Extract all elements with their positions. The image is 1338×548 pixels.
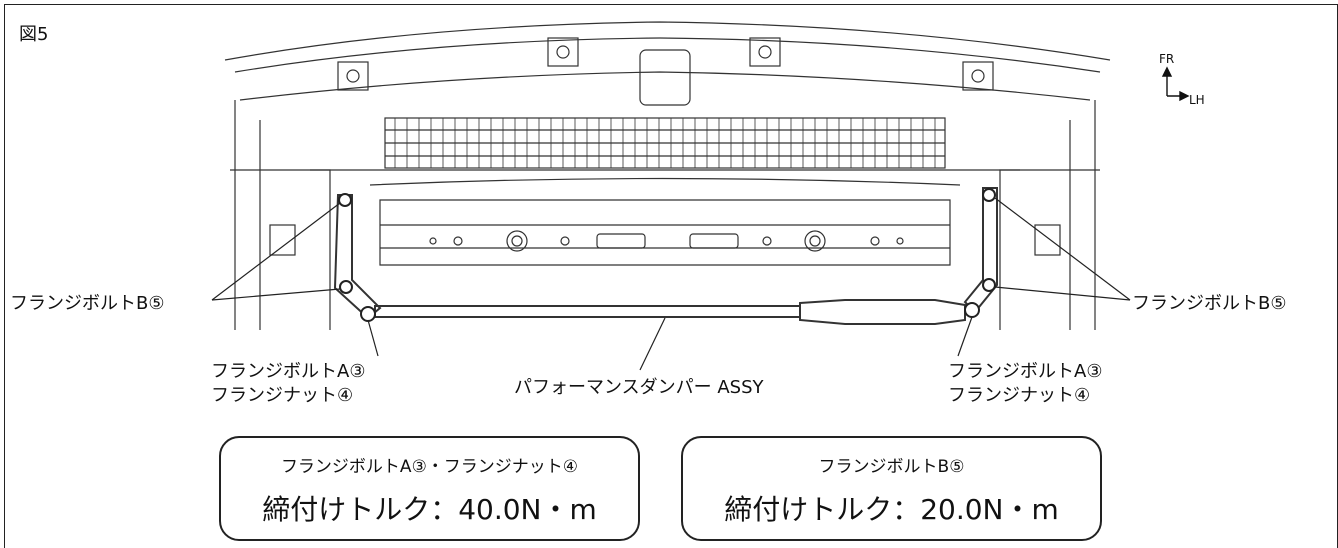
bolt-b-right-lower — [982, 278, 996, 292]
bumper-tab-center-right — [749, 37, 781, 67]
radiator-grille-ribs — [394, 118, 936, 168]
bolt-a-left — [360, 306, 376, 322]
performance-damper-rod — [374, 299, 966, 325]
torque-box-a: フランジボルトA③・フランジナット④ 締付けトルク：40.0N・m — [219, 436, 640, 541]
bolt-b-right-upper — [982, 188, 996, 202]
torque-box-b: フランジボルトB⑤ 締付けトルク：20.0N・m — [681, 436, 1102, 541]
callout-left-bolt-b: フランジボルトB⑤ — [10, 293, 165, 314]
figure-label: 図5 — [19, 24, 49, 45]
bolt-b-left-upper — [338, 193, 352, 207]
bumper-tab-center-left — [547, 37, 579, 67]
leader-lines — [211, 197, 1131, 371]
bumper-tab-right — [962, 61, 994, 91]
orientation-left-label: LH — [1189, 93, 1205, 107]
callout-left-bolt-a: フランジボルトA③ — [211, 361, 366, 382]
torque-box-a-title: フランジボルトA③・フランジナット④ — [280, 457, 579, 477]
left-damper-bracket — [333, 194, 382, 320]
torque-box-b-value: 締付けトルク：20.0N・m — [724, 493, 1059, 526]
right-damper-bracket — [963, 187, 998, 314]
torque-box-a-value: 締付けトルク：40.0N・m — [262, 493, 597, 526]
callout-right-bolt-a: フランジボルトA③ — [948, 361, 1103, 382]
callout-left-nut: フランジナット④ — [211, 385, 354, 406]
callout-damper: パフォーマンスダンパー ASSY — [514, 377, 764, 398]
bolt-a-right — [964, 302, 980, 318]
bolt-b-left-lower — [339, 280, 353, 294]
torque-box-b-title: フランジボルトB⑤ — [818, 457, 965, 477]
radiator-grille — [384, 117, 946, 169]
callout-right-bolt-b: フランジボルトB⑤ — [1132, 293, 1287, 314]
orientation-arrows — [1161, 66, 1190, 102]
orientation-front-label: FR — [1159, 52, 1175, 66]
bumper-tab-left — [337, 61, 369, 91]
callout-right-nut: フランジナット④ — [948, 385, 1091, 406]
